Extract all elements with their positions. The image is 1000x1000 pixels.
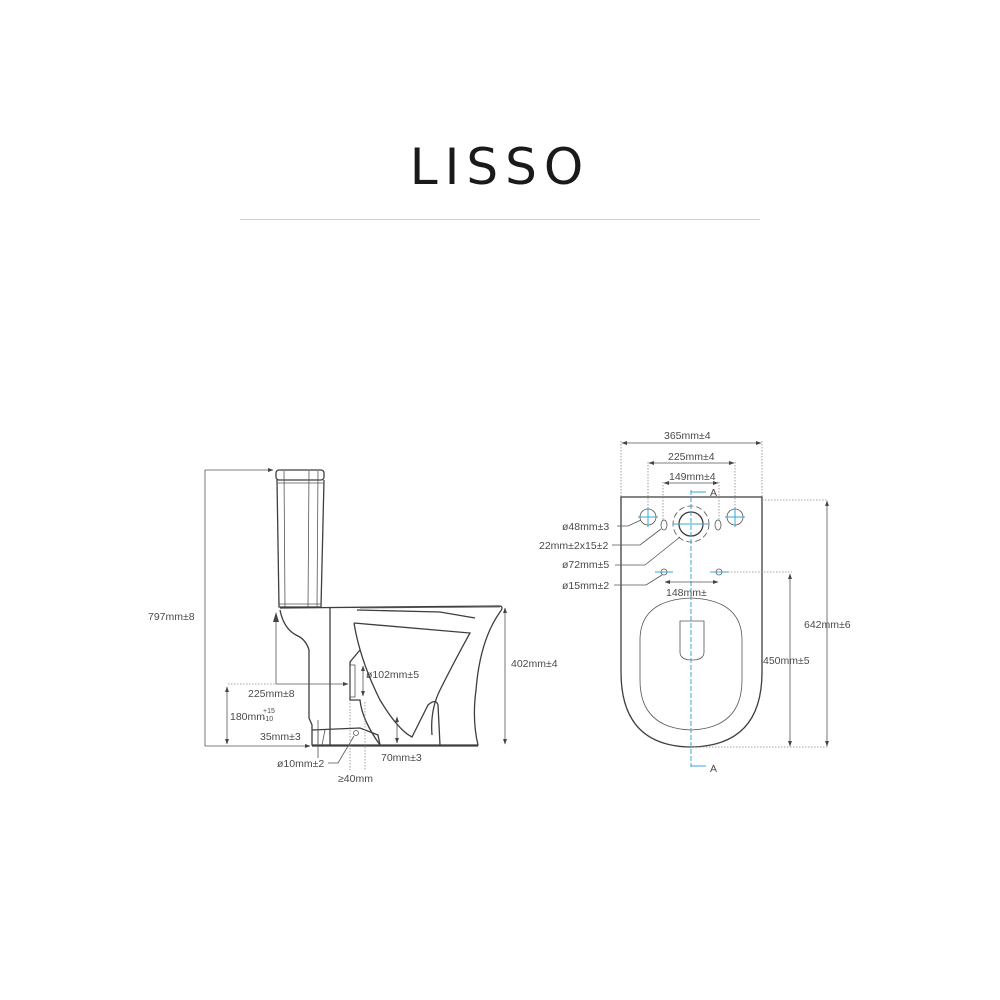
outlet-height-tol-plus: +15	[263, 708, 275, 715]
side-elevation-view: 797mm±8 225mm±8 180mm +15 -10 35mm±3 ø10…	[148, 468, 558, 785]
outlet-height-tol-minus: -10	[263, 716, 273, 723]
product-title: LISSO	[409, 138, 591, 196]
outlet-offset-label: 225mm±8	[248, 688, 295, 700]
bowl-opening	[639, 597, 743, 731]
inlet-diameter-label: ø72mm±5	[562, 559, 609, 571]
trap-depth-label: 70mm±3	[381, 752, 422, 764]
cistern-outline	[275, 469, 325, 608]
outlet-clearance-label: ≥40mm	[338, 773, 373, 785]
slot-span-label: 149mm±4	[669, 471, 716, 483]
section-marker-top: A	[710, 487, 717, 499]
rear-fixing-hole-label: ø48mm±3	[562, 521, 609, 533]
floor-fixing-span-label: 148mm±	[666, 587, 707, 599]
floor-fixing-hole-label: ø15mm±2	[562, 580, 609, 592]
overall-height-label: 797mm±8	[148, 611, 195, 623]
title-divider	[240, 219, 760, 220]
pan-outline	[279, 605, 503, 747]
overall-depth-label: 642mm±6	[804, 619, 851, 631]
fixing-span-label: 225mm±4	[668, 451, 715, 463]
bowl-height-label: 402mm±4	[511, 658, 558, 670]
outlet-diameter-label: ø102mm±5	[366, 669, 419, 681]
plan-view: A A 365mm±4 225mm±4 149mm±4 ø48mm±3 22mm…	[539, 430, 851, 775]
fixing-hole-label: ø10mm±2	[277, 758, 324, 770]
overall-width-label: 365mm±4	[664, 430, 711, 442]
section-marker-bottom: A	[710, 763, 717, 775]
outlet-height-label: 180mm	[230, 711, 265, 723]
bowl-depth-label: 450mm±5	[763, 655, 810, 667]
slot-size-label: 22mm±2x15±2	[539, 540, 608, 552]
base-height-label: 35mm±3	[260, 731, 301, 743]
